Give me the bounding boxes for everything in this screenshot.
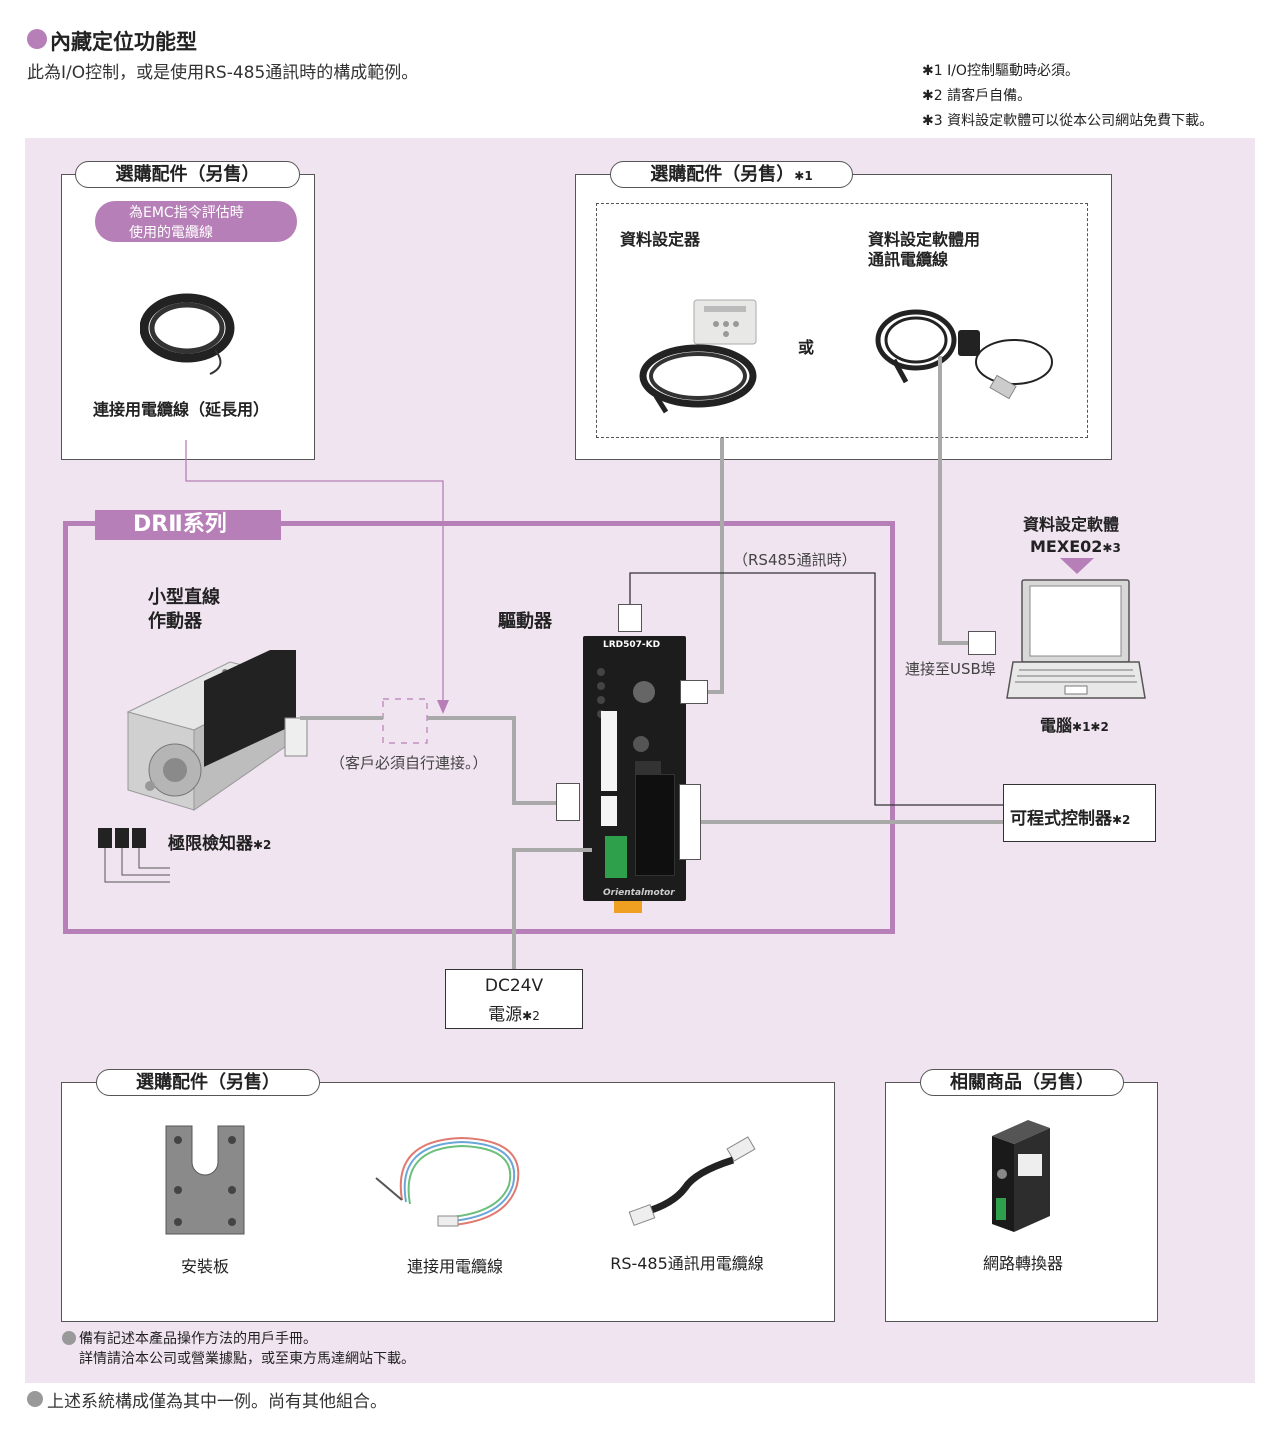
pc-label-note: ✱1✱2: [1072, 720, 1109, 734]
footer-bullet-icon: [27, 1391, 43, 1407]
actuator-label-2: 作動器: [148, 611, 202, 632]
software-name-text: MEXE02: [1030, 537, 1103, 556]
cn2-connector: [635, 774, 675, 876]
pc-label-text: 電腦: [1040, 716, 1073, 735]
software-name-note: ✱3: [1102, 541, 1121, 555]
software-label: 資料設定軟體: [1023, 515, 1120, 534]
usb-port: [968, 631, 996, 655]
software-cable-label-2: 通訊電纜線: [868, 250, 949, 269]
network-converter-image: [992, 1120, 1050, 1232]
data-setter-label: 資料設定器: [620, 230, 701, 249]
rs485-cable-label: RS-485通訊用電纜線: [610, 1254, 764, 1273]
plc-label-note: ✱2: [1112, 813, 1131, 827]
limit-sensor-label: 極限檢知器✱2: [168, 829, 271, 854]
data-setting-heading-note: ✱1: [794, 169, 813, 183]
software-cable-label-1: 資料設定軟體用: [868, 230, 981, 249]
driver-din-clip: [614, 901, 642, 913]
related-product-heading: 相關商品（另售）: [920, 1069, 1124, 1096]
pc-label: 電腦✱1✱2: [1040, 712, 1109, 736]
driver-brand: Orientalmotor: [603, 888, 675, 898]
power-supply-line2: 電源✱2: [445, 1000, 583, 1025]
data-setting-heading-text: 選購配件（另售）: [650, 164, 795, 185]
mounting-plate-label: 安裝板: [180, 1257, 229, 1276]
limit-sensor-note: ✱2: [253, 838, 272, 852]
customer-connect-note: （客戶必須自行連接。）: [330, 754, 488, 772]
or-text: 或: [798, 338, 815, 357]
data-setting-heading: 選購配件（另售）✱1: [610, 161, 853, 188]
driver-model: LRD507-KD: [603, 640, 661, 650]
power-supply-note: ✱2: [522, 1009, 540, 1023]
drii-series-frame: [63, 521, 895, 934]
note-2: ✱2 請客戶自備。: [922, 88, 1032, 104]
emc-badge: 為EMC指令評估時 使用的電纜線: [95, 201, 297, 242]
manual-note-bullet-icon: [62, 1331, 76, 1345]
manual-note-line1: 備有記述本產品操作方法的用戶手冊。: [79, 1331, 317, 1347]
page-title: 內藏定位功能型: [50, 30, 197, 54]
laptop-image: [1006, 579, 1146, 699]
note-3: ✱3 資料設定軟體可以從本公司網站免費下載。: [922, 113, 1214, 129]
cn4-connector: [601, 796, 617, 826]
cn1-power-connector: [605, 836, 627, 878]
driver-label: 驅動器: [498, 611, 552, 632]
limit-sensor-1: [98, 828, 112, 848]
emc-badge-line2: 使用的電纜線: [129, 225, 213, 241]
network-converter-label: 網路轉換器: [982, 1254, 1063, 1273]
plc-label-text: 可程式控制器: [1010, 809, 1112, 829]
driver-cn3-connector: [680, 680, 708, 704]
optional-accessory-heading: 選購配件（另售）: [75, 161, 300, 188]
extension-cable-label: 連接用電纜線（延長用）: [93, 400, 270, 419]
connection-cable-image: [375, 1136, 520, 1227]
power-supply-line2-text: 電源: [488, 1005, 523, 1025]
manual-note-line2: 詳情請洽本公司或營業據點，或至東方馬達網站下載。: [79, 1351, 415, 1367]
drii-series-tab: DRⅡ系列: [95, 510, 281, 540]
power-supply-line1: DC24V: [484, 976, 544, 996]
power-supply-box: [445, 969, 583, 1029]
driver-cn4-port: [556, 783, 580, 821]
extension-cable-image: [140, 293, 235, 375]
limit-sensor-3: [132, 828, 146, 848]
sw1-dial-icon: [633, 736, 649, 752]
actuator-label-1: 小型直線: [148, 587, 220, 608]
driver-unit: LRD507-KD Orientalmotor: [583, 636, 686, 901]
emc-badge-line1: 為EMC指令評估時: [129, 205, 244, 221]
note-1: ✱1 I/O控制驅動時必須。: [922, 63, 1079, 79]
cn3-port-icon: [633, 681, 655, 703]
limit-sensor-text: 極限檢知器: [168, 834, 253, 854]
title-bullet-icon: [27, 29, 47, 49]
data-setter-image: [639, 299, 757, 414]
software-cable-image: [875, 309, 1053, 400]
plc-box: [1003, 784, 1156, 842]
rs485-label: （RS485通訊時）: [733, 551, 857, 569]
rs485-cable-image: [628, 1136, 756, 1226]
software-name: MEXE02✱3: [1030, 537, 1121, 556]
linear-actuator-image: [126, 650, 308, 811]
driver-cn2-port: [679, 784, 701, 860]
plc-label: 可程式控制器✱2: [1010, 804, 1130, 829]
down-arrow-icon: [1060, 558, 1094, 574]
driver-cn3-port: [618, 604, 642, 632]
mounting-plate-image: [165, 1125, 245, 1235]
limit-sensor-2: [115, 828, 129, 848]
data-setting-dashed-group: [596, 203, 1088, 438]
bottom-accessory-heading: 選購配件（另售）: [96, 1069, 320, 1096]
footer-note: 上述系統構成僅為其中一例。尚有其他組合。: [47, 1392, 387, 1412]
cn5-connector: [601, 711, 617, 791]
connection-cable-label: 連接用電纜線: [406, 1257, 503, 1276]
page-subtitle: 此為I/O控制，或是使用RS-485通訊時的構成範例。: [27, 63, 419, 83]
usb-label: 連接至USB埠: [905, 660, 996, 678]
